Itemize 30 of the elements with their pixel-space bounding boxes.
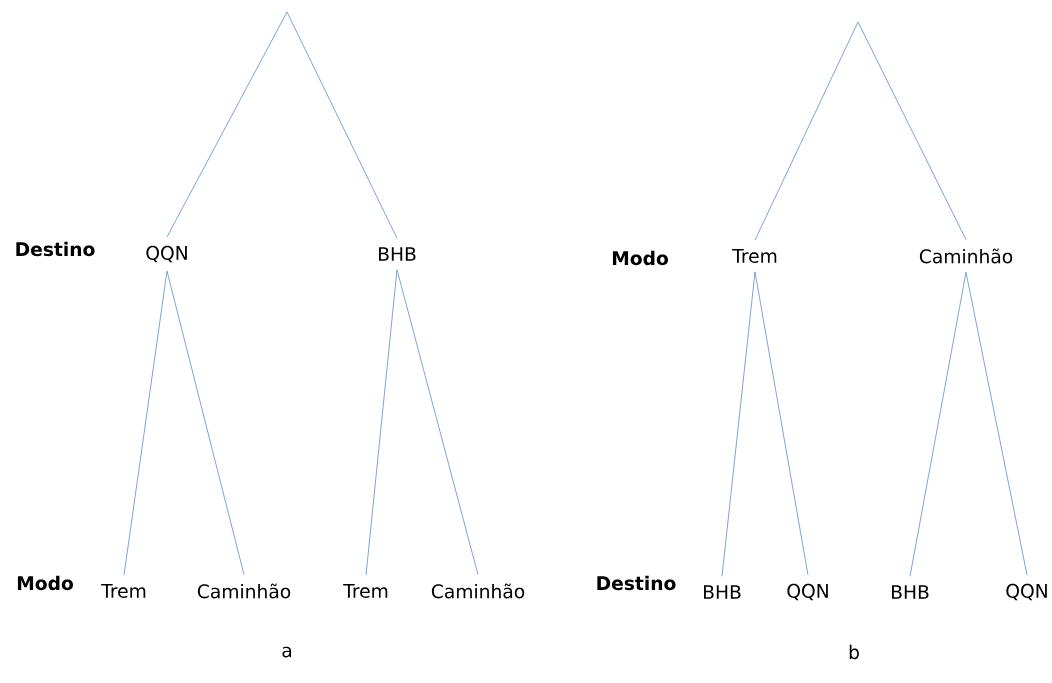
tree-branch-line	[365, 269, 398, 576]
tree-branch-line	[857, 21, 967, 241]
tree-node-label: Trem	[343, 584, 388, 598]
tree-branch-line	[166, 270, 245, 576]
level-label: b	[849, 644, 859, 660]
level-label: Modo	[612, 250, 668, 266]
tree-branch-line	[166, 11, 288, 238]
tree-branch-line	[754, 21, 859, 241]
tree-node-label: Caminhão	[919, 248, 1013, 264]
level-label: Modo	[17, 575, 73, 591]
tree-branch-line	[965, 271, 1028, 576]
tree-node-label: Caminhão	[197, 583, 291, 599]
tree-branch-line	[721, 271, 756, 577]
tree-node-label: Trem	[732, 249, 777, 263]
tree-branch-line	[754, 271, 809, 576]
tree-branch-line	[286, 11, 398, 239]
level-label: Destino	[16, 241, 95, 257]
tree-node-label: BHB	[704, 585, 741, 599]
tree-node-label: Caminhão	[431, 583, 525, 599]
tree-branch-line	[909, 271, 967, 577]
tree-node-label: Trem	[101, 584, 146, 598]
tree-node-label: BHB	[379, 247, 416, 261]
tree-node-label: BHB	[892, 585, 929, 599]
level-label: Destino	[597, 575, 676, 591]
tree-node-label: QQN	[1006, 583, 1047, 601]
tree-branch-line	[123, 270, 168, 576]
tree-node-label: QQN	[146, 245, 187, 263]
tree-node-label: QQN	[787, 583, 828, 601]
tree-branch-line	[396, 269, 479, 576]
level-label: a	[282, 646, 292, 658]
